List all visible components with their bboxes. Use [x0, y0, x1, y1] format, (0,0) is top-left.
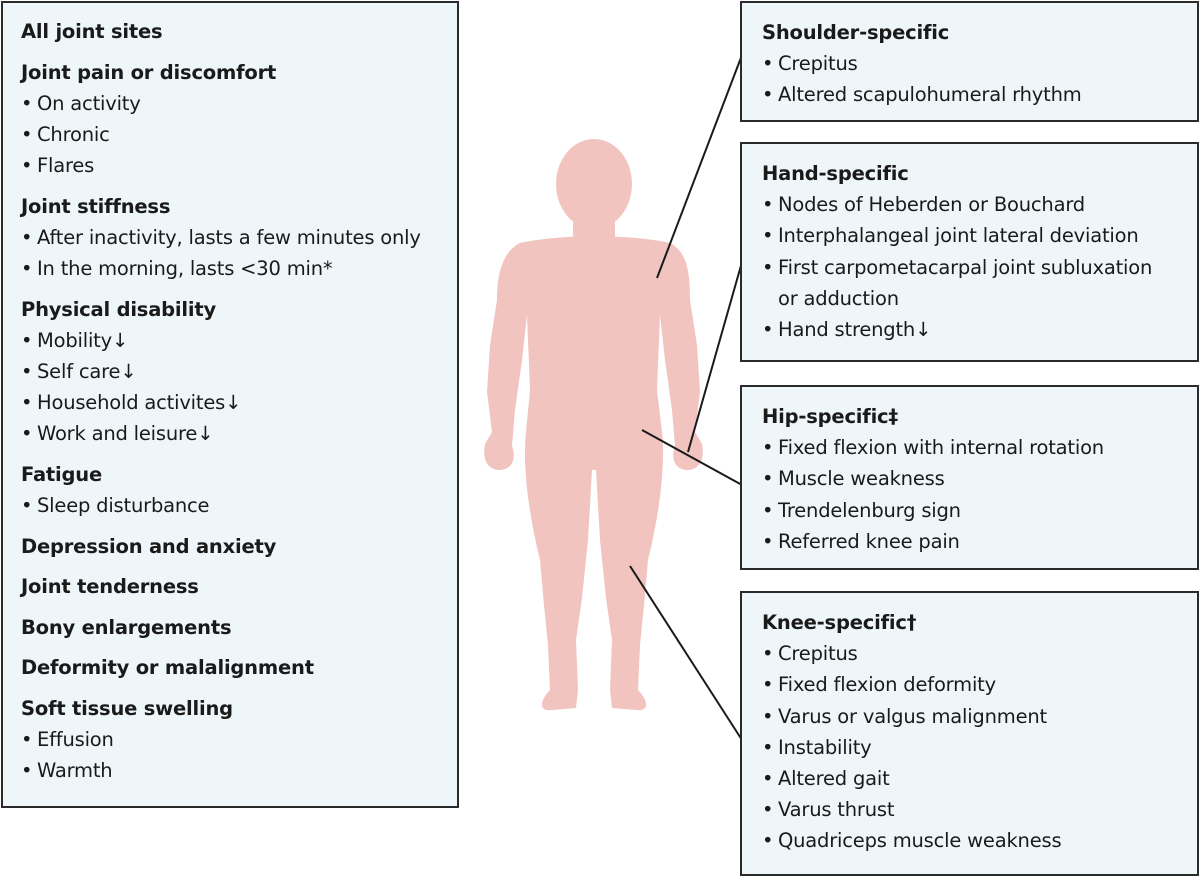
group-item: Warmth [21, 755, 457, 786]
panel-title: Hand-specific [762, 162, 909, 185]
group-item: Effusion [21, 724, 457, 755]
symptom-group: Soft tissue swelling Effusion Warmth [21, 693, 457, 787]
panel-item: Altered gait [762, 763, 1197, 794]
group-item: Work and leisure↓ [21, 418, 457, 449]
panel-item-continuation: or adduction [778, 286, 899, 310]
panel-item: Nodes of Heberden or Bouchard [762, 189, 1197, 220]
hip-specific-panel: Hip-specific‡ Fixed flexion with interna… [740, 385, 1199, 570]
group-heading: Soft tissue swelling [21, 696, 233, 720]
group-heading: Joint tenderness [21, 575, 199, 599]
group-item: Mobility↓ [21, 325, 457, 356]
hand-specific-panel: Hand-specific Nodes of Heberden or Bouch… [740, 142, 1199, 362]
panel-item: Hand strength↓ [762, 314, 1197, 345]
symptom-group: Joint stiffness After inactivity, lasts … [21, 191, 457, 285]
knee-specific-panel: Knee-specific† Crepitus Fixed flexion de… [740, 591, 1199, 876]
group-item: On activity [21, 88, 457, 119]
panel-item: Muscle weakness [762, 463, 1197, 494]
shoulder-specific-panel: Shoulder-specific Crepitus Altered scapu… [740, 1, 1199, 122]
panel-item: Trendelenburg sign [762, 495, 1197, 526]
group-heading: Physical disability [21, 297, 217, 321]
panel-title: Shoulder-specific [762, 21, 950, 44]
human-body-silhouette [484, 139, 703, 711]
group-item: Self care↓ [21, 356, 457, 387]
panel-item: Referred knee pain [762, 526, 1197, 557]
group-item: Chronic [21, 119, 457, 150]
group-heading: Fatigue [21, 462, 103, 486]
panel-item: Varus thrust [762, 794, 1197, 825]
panel-item: Quadriceps muscle weakness [762, 825, 1197, 856]
panel-title: Knee-specific† [762, 611, 917, 634]
group-item: Flares [21, 150, 457, 181]
group-heading: Deformity or malalignment [21, 656, 314, 680]
hip-connector [641, 429, 743, 486]
panel-item: Instability [762, 732, 1197, 763]
group-item: In the morning, lasts <30 min* [21, 253, 457, 284]
panel-item: Fixed flexion with internal rotation [762, 432, 1197, 463]
panel-title: Hip-specific‡ [762, 405, 898, 428]
symptom-group: Fatigue Sleep disturbance [21, 459, 457, 522]
panel-item: Interphalangeal joint lateral deviation [762, 220, 1197, 251]
knee-connector [629, 565, 743, 741]
group-heading: Joint stiffness [21, 194, 171, 218]
all-joint-sites-panel: All joint sites Joint pain or discomfort… [1, 1, 459, 808]
panel-item: Varus or valgus malignment [762, 701, 1197, 732]
panel-item: Fixed flexion deformity [762, 669, 1197, 700]
symptom-group: Physical disability Mobility↓ Self care↓… [21, 294, 457, 450]
group-item: Sleep disturbance [21, 490, 457, 521]
group-heading: Joint pain or discomfort [21, 60, 277, 84]
group-heading: Depression and anxiety [21, 534, 277, 558]
all-joint-sites-title: All joint sites [21, 20, 163, 43]
shoulder-connector [656, 54, 743, 279]
panel-item: Crepitus [762, 638, 1197, 669]
connector-lines [629, 54, 743, 741]
panel-item: Crepitus [762, 48, 1197, 79]
panel-item: First carpometacarpal joint subluxation [762, 252, 1197, 283]
hand-connector [687, 261, 743, 453]
symptom-group: Joint pain or discomfort On activity Chr… [21, 57, 457, 182]
panel-item: Altered scapulohumeral rhythm [762, 79, 1197, 110]
group-heading: Bony enlargements [21, 615, 232, 639]
group-item: After inactivity, lasts a few minutes on… [21, 222, 457, 253]
group-item: Household activites↓ [21, 387, 457, 418]
